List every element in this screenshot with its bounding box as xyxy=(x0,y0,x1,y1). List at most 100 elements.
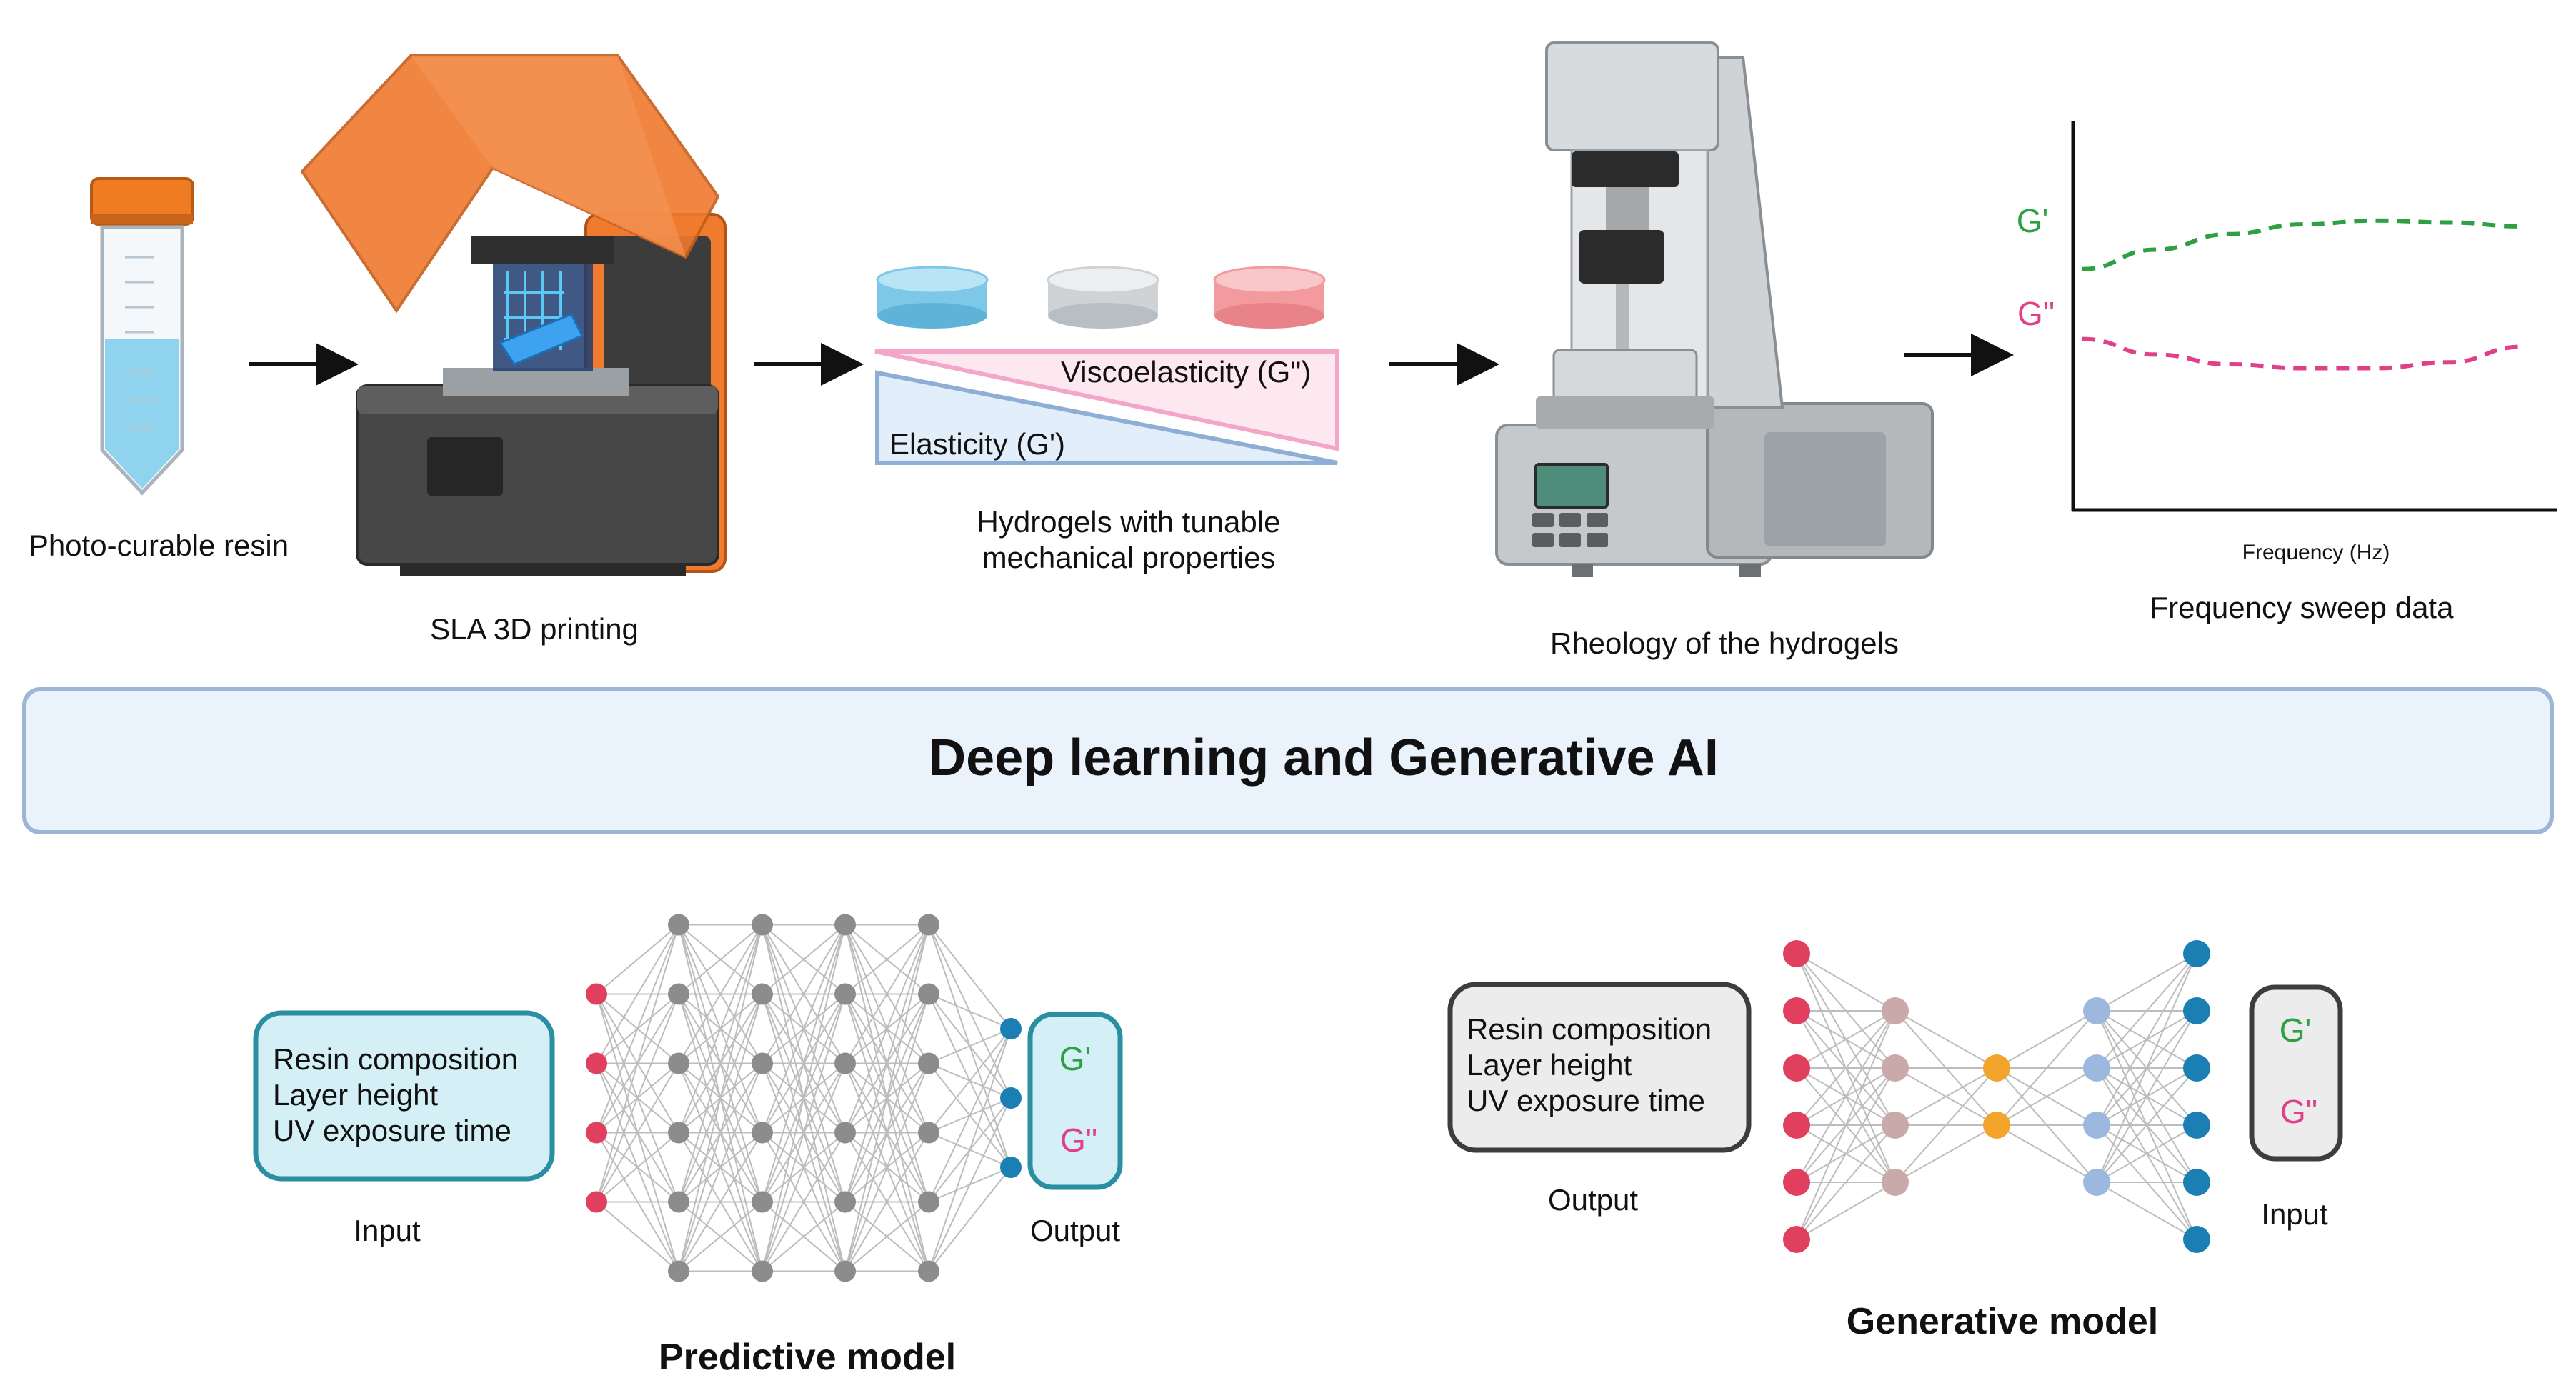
predictive-edge xyxy=(928,1028,1012,1134)
predictive-node-layer-3 xyxy=(752,1260,773,1282)
rheology-caption: Rheology of the hydrogels xyxy=(1550,626,1899,660)
resin-caption: Photo-curable resin xyxy=(29,529,289,562)
predictive-edge xyxy=(596,994,679,1202)
predictive-node-layer-2 xyxy=(668,1052,689,1074)
generative-node-layer-5 xyxy=(2183,997,2210,1024)
predictive-node-layer-1 xyxy=(586,983,607,1005)
predictive-node-layer-5 xyxy=(918,1122,939,1144)
predictive-edge xyxy=(762,924,846,1064)
generative-edge xyxy=(1894,1067,1997,1183)
predictive-edge xyxy=(762,924,846,1272)
viscoelasticity-wedge xyxy=(874,349,1339,451)
predictive-edge xyxy=(928,993,1012,1029)
predictive-edge xyxy=(928,1028,1012,1064)
predictive-edge xyxy=(844,1201,929,1272)
generative-node-layer-4 xyxy=(2083,1112,2110,1139)
generative-node-layer-5 xyxy=(2183,1169,2210,1196)
predictive-input-line1: Resin composition xyxy=(273,1042,518,1076)
generative-edge xyxy=(2096,1067,2197,1183)
generative-output-line3: UV exposure time xyxy=(1467,1084,1705,1117)
generative-node-layer-2 xyxy=(1882,1054,1909,1082)
predictive-edge xyxy=(596,1201,679,1272)
predictive-edge xyxy=(762,924,846,1133)
hydrogels-caption-line2: mechanical properties xyxy=(982,541,1276,574)
predictive-edge xyxy=(596,924,679,1064)
generative-edge xyxy=(2096,1124,2197,1183)
predictive-edge xyxy=(928,1028,1012,1272)
predictive-node-layer-2 xyxy=(668,1260,689,1282)
generative-node-layer-4 xyxy=(2083,1169,2110,1196)
generative-edge xyxy=(1796,1067,1896,1240)
predictive-input-line2: Layer height xyxy=(273,1078,438,1112)
predictive-network-nodes xyxy=(586,914,1022,1282)
hydrogel-grey-disc-icon xyxy=(1047,266,1159,329)
predictive-node-layer-5 xyxy=(918,1191,939,1213)
predictive-node-layer-2 xyxy=(668,1191,689,1213)
hydrogel-pink-disc-icon xyxy=(1213,266,1326,329)
predictive-edge xyxy=(678,924,763,1064)
generative-edge xyxy=(1796,1010,1896,1126)
generative-edge xyxy=(1796,1010,1896,1183)
series-label-g-prime: G' xyxy=(2017,202,2049,239)
predictive-node-layer-4 xyxy=(834,1191,856,1213)
resin-tube-icon xyxy=(90,177,194,496)
predictive-node-layer-4 xyxy=(834,1260,856,1282)
predictive-input-line3: UV exposure time xyxy=(273,1114,511,1147)
predictive-edge xyxy=(678,924,763,995)
generative-output-label: Output xyxy=(1548,1183,1638,1217)
generative-edge xyxy=(1996,1067,2097,1126)
predictive-node-layer-1 xyxy=(586,1052,607,1074)
predictive-node-layer-6 xyxy=(1000,1087,1022,1109)
generative-edge xyxy=(2096,1182,2197,1240)
predictive-node-layer-5 xyxy=(918,1052,939,1074)
predictive-node-layer-3 xyxy=(752,983,773,1005)
predictive-node-layer-3 xyxy=(752,1191,773,1213)
generative-node-layer-5 xyxy=(2183,1226,2210,1253)
chart-x-label: Frequency (Hz) xyxy=(2242,541,2390,564)
generative-node-layer-2 xyxy=(1882,1169,1909,1196)
generative-node-layer-4 xyxy=(2083,997,2110,1024)
generative-output-line2: Layer height xyxy=(1467,1048,1632,1082)
viscoelasticity-label: Viscoelasticity (G") xyxy=(1061,355,1311,389)
generative-edge xyxy=(1796,1010,1896,1069)
predictive-node-layer-6 xyxy=(1000,1157,1022,1178)
predictive-edge xyxy=(762,1063,846,1272)
predictive-edge xyxy=(844,924,929,1202)
predictive-edge xyxy=(596,1062,679,1203)
predictive-node-layer-5 xyxy=(918,914,939,936)
generative-edge xyxy=(1796,1124,1896,1240)
generative-edge xyxy=(2096,1010,2197,1183)
predictive-edge xyxy=(928,1097,1012,1272)
generative-edge xyxy=(2096,953,2197,1012)
predictive-output-g-double-prime: G" xyxy=(1060,1122,1097,1159)
generative-node-layer-3 xyxy=(1983,1054,2010,1082)
generative-input-g-double-prime: G" xyxy=(2280,1093,2317,1130)
predictive-input-label: Input xyxy=(354,1214,421,1247)
generative-model-title: Generative model xyxy=(1847,1301,2158,1342)
chart-caption: Frequency sweep data xyxy=(2150,591,2455,624)
predictive-model-title: Predictive model xyxy=(659,1337,956,1378)
generative-node-layer-5 xyxy=(2183,940,2210,967)
predictive-edge xyxy=(678,1201,763,1272)
generative-edge xyxy=(1796,953,1896,1012)
predictive-edge xyxy=(844,1132,929,1272)
predictive-edge xyxy=(844,1063,929,1272)
sla-printer-icon xyxy=(300,54,727,576)
series-line-g-prime xyxy=(2082,218,2522,271)
predictive-output-label: Output xyxy=(1030,1214,1120,1247)
ai-banner xyxy=(22,687,2554,834)
predictive-node-layer-3 xyxy=(752,1052,773,1074)
generative-output-line1: Resin composition xyxy=(1467,1012,1712,1046)
predictive-edge xyxy=(844,924,929,1133)
predictive-edge xyxy=(596,924,679,995)
hydrogel-blue-disc-icon xyxy=(876,266,989,329)
predictive-node-layer-1 xyxy=(586,1122,607,1144)
predictive-node-layer-4 xyxy=(834,914,856,936)
generative-node-layer-1 xyxy=(1783,940,1810,967)
predictive-network-edges xyxy=(596,924,1012,1272)
predictive-edge xyxy=(762,924,846,1202)
generative-node-layer-2 xyxy=(1882,1112,1909,1139)
elasticity-label: Elasticity (G') xyxy=(889,427,1065,461)
generative-edge xyxy=(1996,1124,2097,1183)
